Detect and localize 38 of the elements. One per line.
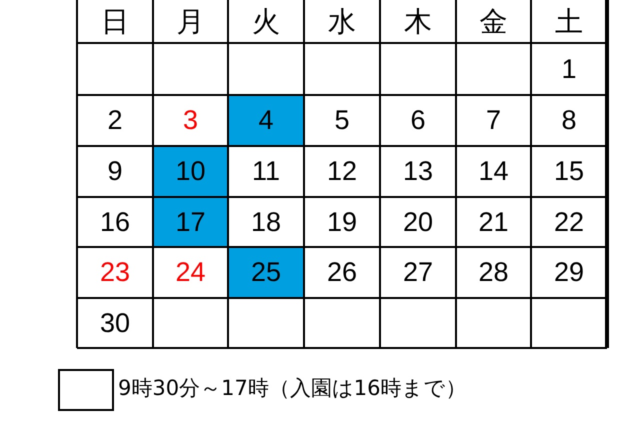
date-number: 7 <box>484 104 502 137</box>
date-number: 8 <box>560 104 578 137</box>
date-number: 16 <box>98 206 132 238</box>
weekday-header: 月 <box>176 4 206 40</box>
date-number: 14 <box>477 155 510 188</box>
date-number: 30 <box>98 306 132 340</box>
legend-text: 9時30分～17時（入園は16時まで） <box>118 375 468 402</box>
date-number: 21 <box>477 206 510 238</box>
weekday-header: 金 <box>478 4 508 40</box>
date-number: 25 <box>229 248 303 297</box>
date-number: 13 <box>402 155 434 188</box>
date-number: 1 <box>560 52 578 86</box>
weekday-header: 火 <box>251 4 281 40</box>
date-number: 26 <box>326 256 358 289</box>
date-number: 17 <box>154 198 227 246</box>
date-number: 19 <box>326 206 358 238</box>
date-number: 18 <box>250 206 282 238</box>
weekday-header: 土 <box>554 4 584 40</box>
date-number: 22 <box>552 206 586 238</box>
date-number: 10 <box>154 147 227 196</box>
date-number: 20 <box>402 206 434 238</box>
date-number: 15 <box>552 155 586 188</box>
date-number: 28 <box>477 256 510 289</box>
date-number: 23 <box>98 256 132 289</box>
date-number: 29 <box>552 256 586 289</box>
weekday-header: 日 <box>100 4 130 40</box>
date-number: 6 <box>409 104 427 137</box>
date-number: 27 <box>402 256 434 289</box>
weekday-header: 水 <box>327 4 357 40</box>
date-number: 2 <box>106 104 124 137</box>
weekday-header: 木 <box>403 4 433 40</box>
date-number: 12 <box>326 155 358 188</box>
date-number: 5 <box>333 104 351 137</box>
date-number: 9 <box>106 155 124 188</box>
date-number: 4 <box>229 96 303 145</box>
date-number: 3 <box>182 104 200 137</box>
date-number: 11 <box>250 155 282 188</box>
date-number: 24 <box>174 256 207 289</box>
